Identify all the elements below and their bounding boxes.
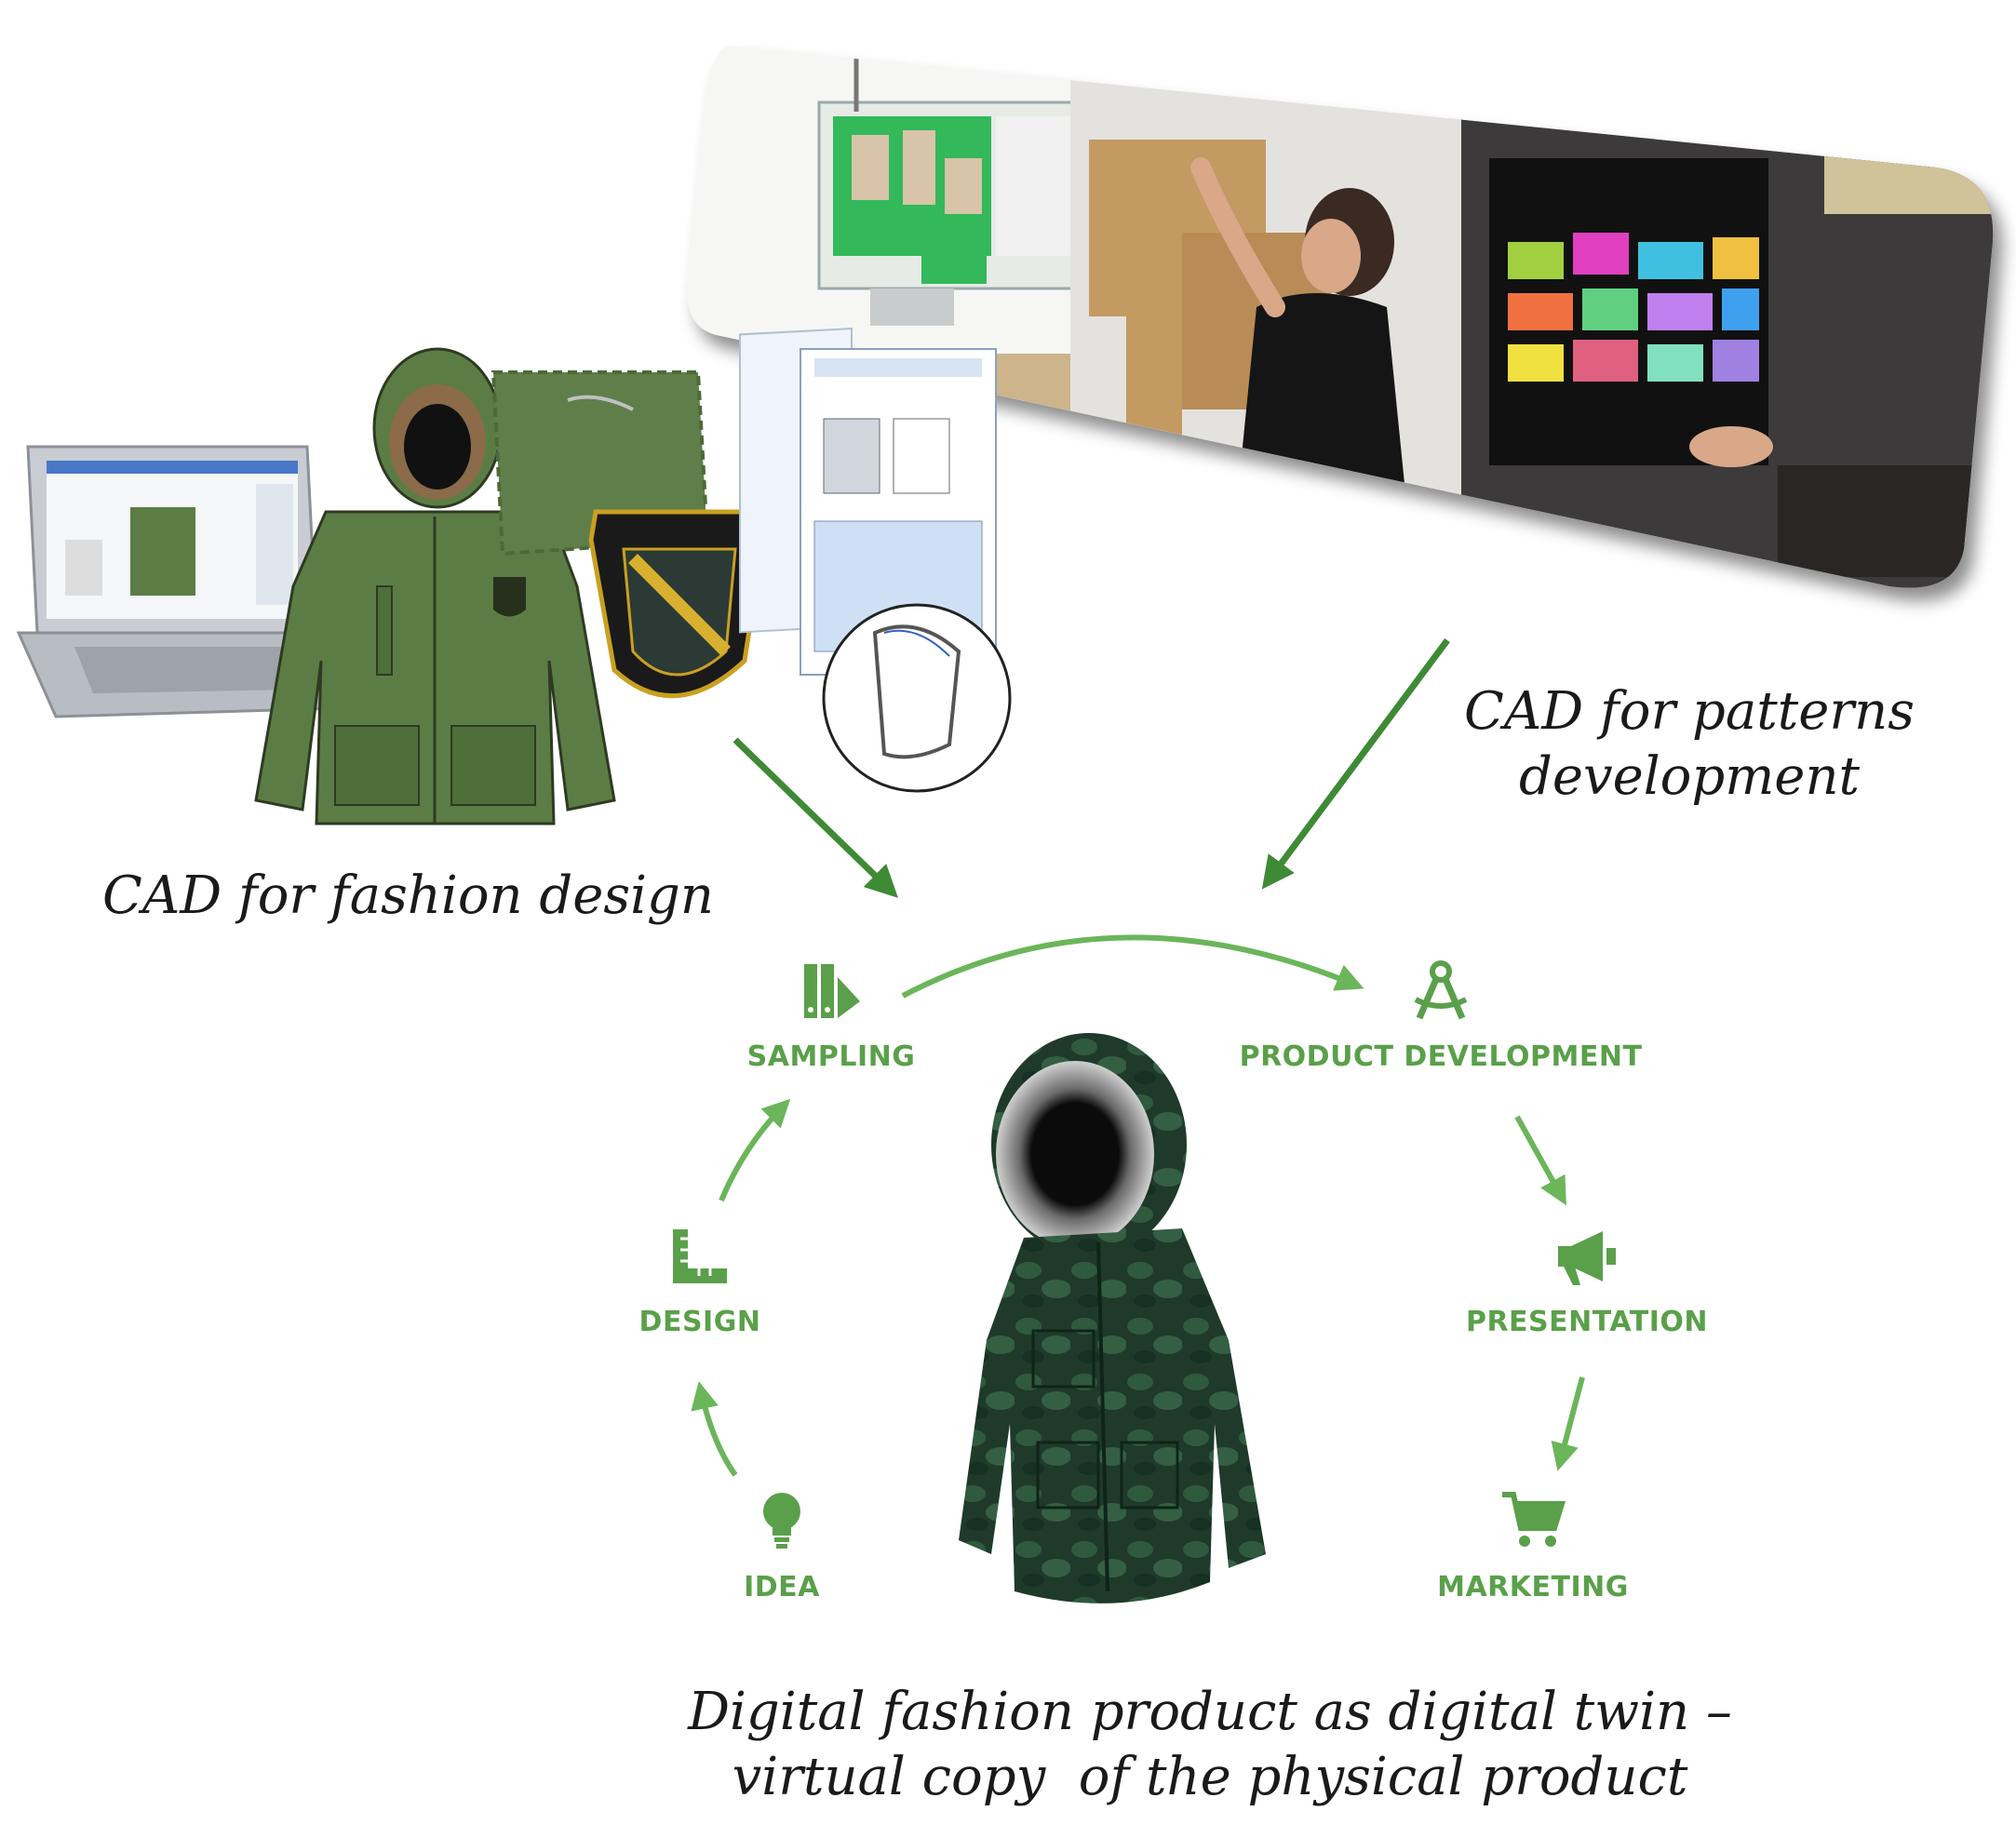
arrow-patterns-to-cycle [1261,637,1450,890]
caption-digital-twin-line2: virtual copy of the physical product [732,1747,1688,1807]
arrow-product-development-to-presentation [1514,1115,1566,1206]
caption-cad-fashion-design: CAD for fashion design [102,865,714,926]
ruler-square-icon [673,1229,727,1283]
crest-patch-image [588,509,766,699]
stage-label-marketing: MARKETING [1437,1571,1629,1603]
caption-cad-patterns-line1: CAD for patterns [1464,681,1915,742]
stage-label-product-development: PRODUCT DEVELOPMENT [1239,1040,1643,1073]
stage-label-idea: IDEA [744,1571,820,1603]
arrow-fashion-design-to-cycle [732,737,899,898]
stage-label-presentation: PRESENTATION [1465,1306,1709,1338]
tech-spec-sheets-image [739,328,1012,793]
caption-digital-twin-line1: Digital fashion product as digital twin … [688,1682,1732,1742]
caption-cad-patterns: CAD for patterns development [1452,679,1927,810]
pattern-cad-photo-panel [679,28,2001,596]
shopping-cart-icon [1502,1492,1566,1547]
caption-digital-twin: Digital fashion product as digital twin … [652,1680,1768,1810]
swatch-book-icon [804,964,860,1018]
digital-parka-image [959,1033,1266,1603]
stage-label-design: DESIGN [638,1306,761,1338]
lightbulb-icon [763,1493,800,1549]
jacket-sketch-image [254,347,616,825]
megaphone-icon [1558,1231,1616,1285]
caption-cad-patterns-line2: development [1518,746,1861,807]
stage-label-sampling: SAMPLING [746,1040,916,1073]
arrow-presentation-to-marketing [1551,1376,1585,1471]
compass-drafting-icon [1414,960,1468,1020]
arrow-idea-to-design [691,1381,738,1477]
arrow-design-to-sampling [719,1098,791,1202]
arrow-sampling-to-product-development [901,934,1364,999]
fashion-design-collage [16,328,1070,825]
